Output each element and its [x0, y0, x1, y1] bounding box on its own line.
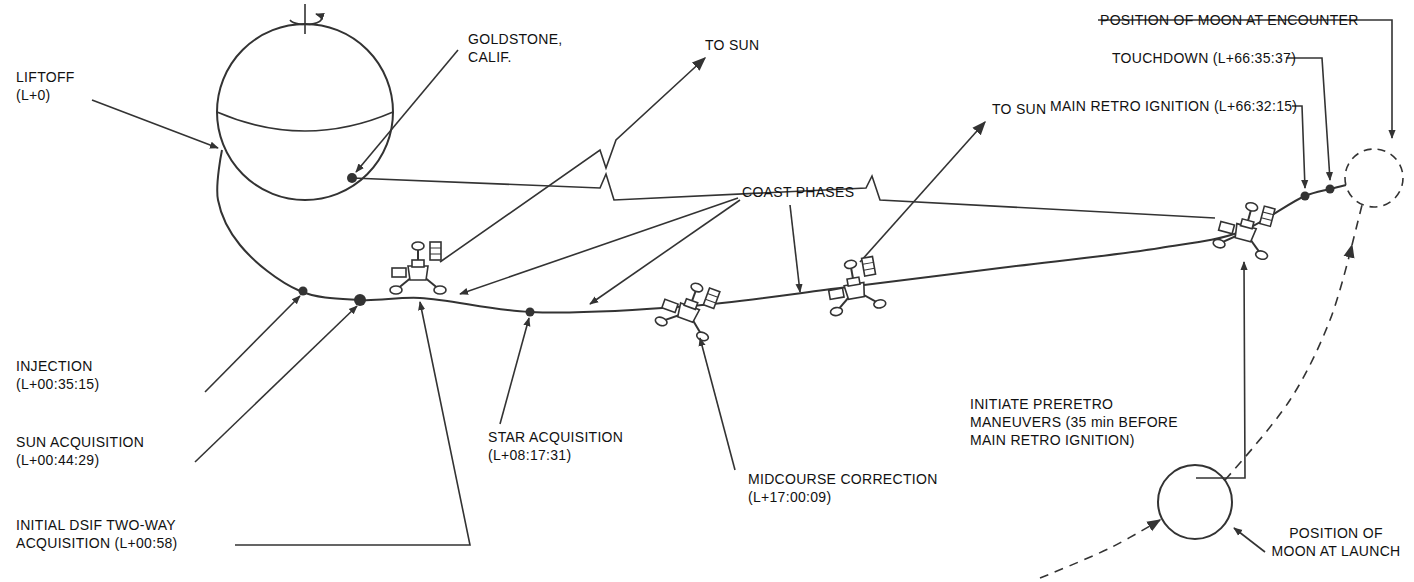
- moon-at-encounter: [1345, 149, 1403, 207]
- leader-line: [1196, 262, 1245, 478]
- moon-at-launch: [1158, 465, 1232, 539]
- event-dot: [1326, 185, 1335, 194]
- callout-label: POSITION OF MOON AT ENCOUNTER: [1100, 11, 1359, 29]
- leader-line: [356, 50, 458, 172]
- callout-label: INITIATE PRERETRO MANEUVERS (35 min BEFO…: [970, 395, 1185, 450]
- sun-direction: [860, 122, 985, 262]
- callout-label: LIFTOFF (L+0): [16, 68, 96, 104]
- spacecraft-icon: [1212, 196, 1280, 261]
- leader-line: [1098, 20, 1392, 138]
- spacecraft-icon: [822, 256, 886, 317]
- callout-label: SUN ACQUISITION (L+00:44:29): [16, 433, 186, 469]
- earth-globe: [217, 24, 393, 200]
- sun-direction: [440, 58, 705, 262]
- earth-equator: [217, 112, 393, 131]
- leader-line: [235, 302, 470, 545]
- rotation-arrow: [290, 14, 322, 25]
- leader-line: [1234, 528, 1265, 552]
- leader-line: [790, 205, 800, 292]
- callout-label: TOUCHDOWN (L+66:35:37): [1112, 49, 1296, 67]
- callout-label: INITIAL DSIF TWO-WAY ACQUISITION (L+00:5…: [16, 516, 231, 552]
- leader-line: [205, 296, 300, 392]
- transfer-trajectory: [217, 150, 1346, 313]
- callout-label: TO SUN: [992, 100, 1046, 118]
- event-dot: [526, 308, 535, 317]
- callout-label: POSITION OF MOON AT LAUNCH: [1266, 524, 1406, 560]
- event-dot: [1301, 192, 1310, 201]
- leader-line: [92, 100, 218, 148]
- leader-line: [500, 318, 529, 424]
- radio-link: [352, 174, 1215, 218]
- leader-line: [460, 198, 738, 294]
- leader-line: [1286, 58, 1330, 180]
- callout-label: MAIN RETRO IGNITION (L+66:32:15): [1050, 97, 1297, 115]
- leader-line: [700, 338, 735, 470]
- moon-orbit: [1352, 205, 1362, 245]
- callout-label: COAST PHASES: [742, 183, 854, 201]
- callout-label: MIDCOURSE CORRECTION (L+17:00:09): [748, 470, 958, 506]
- moon-orbit: [1040, 520, 1160, 578]
- event-dot: [299, 287, 308, 296]
- callout-label: STAR ACQUISITION (L+08:17:31): [488, 428, 663, 464]
- spacecraft-icon: [390, 242, 446, 294]
- leader-line: [195, 306, 357, 462]
- spacecraft-icon: [654, 274, 724, 342]
- earth-axis: [304, 4, 306, 34]
- callout-label: GOLDSTONE, CALIF.: [468, 30, 578, 66]
- event-dot: [354, 294, 366, 306]
- leader-line: [1292, 106, 1305, 188]
- callout-label: TO SUN: [705, 36, 759, 54]
- leader-line: [590, 200, 740, 304]
- callout-label: INJECTION (L+00:35:15): [16, 357, 176, 393]
